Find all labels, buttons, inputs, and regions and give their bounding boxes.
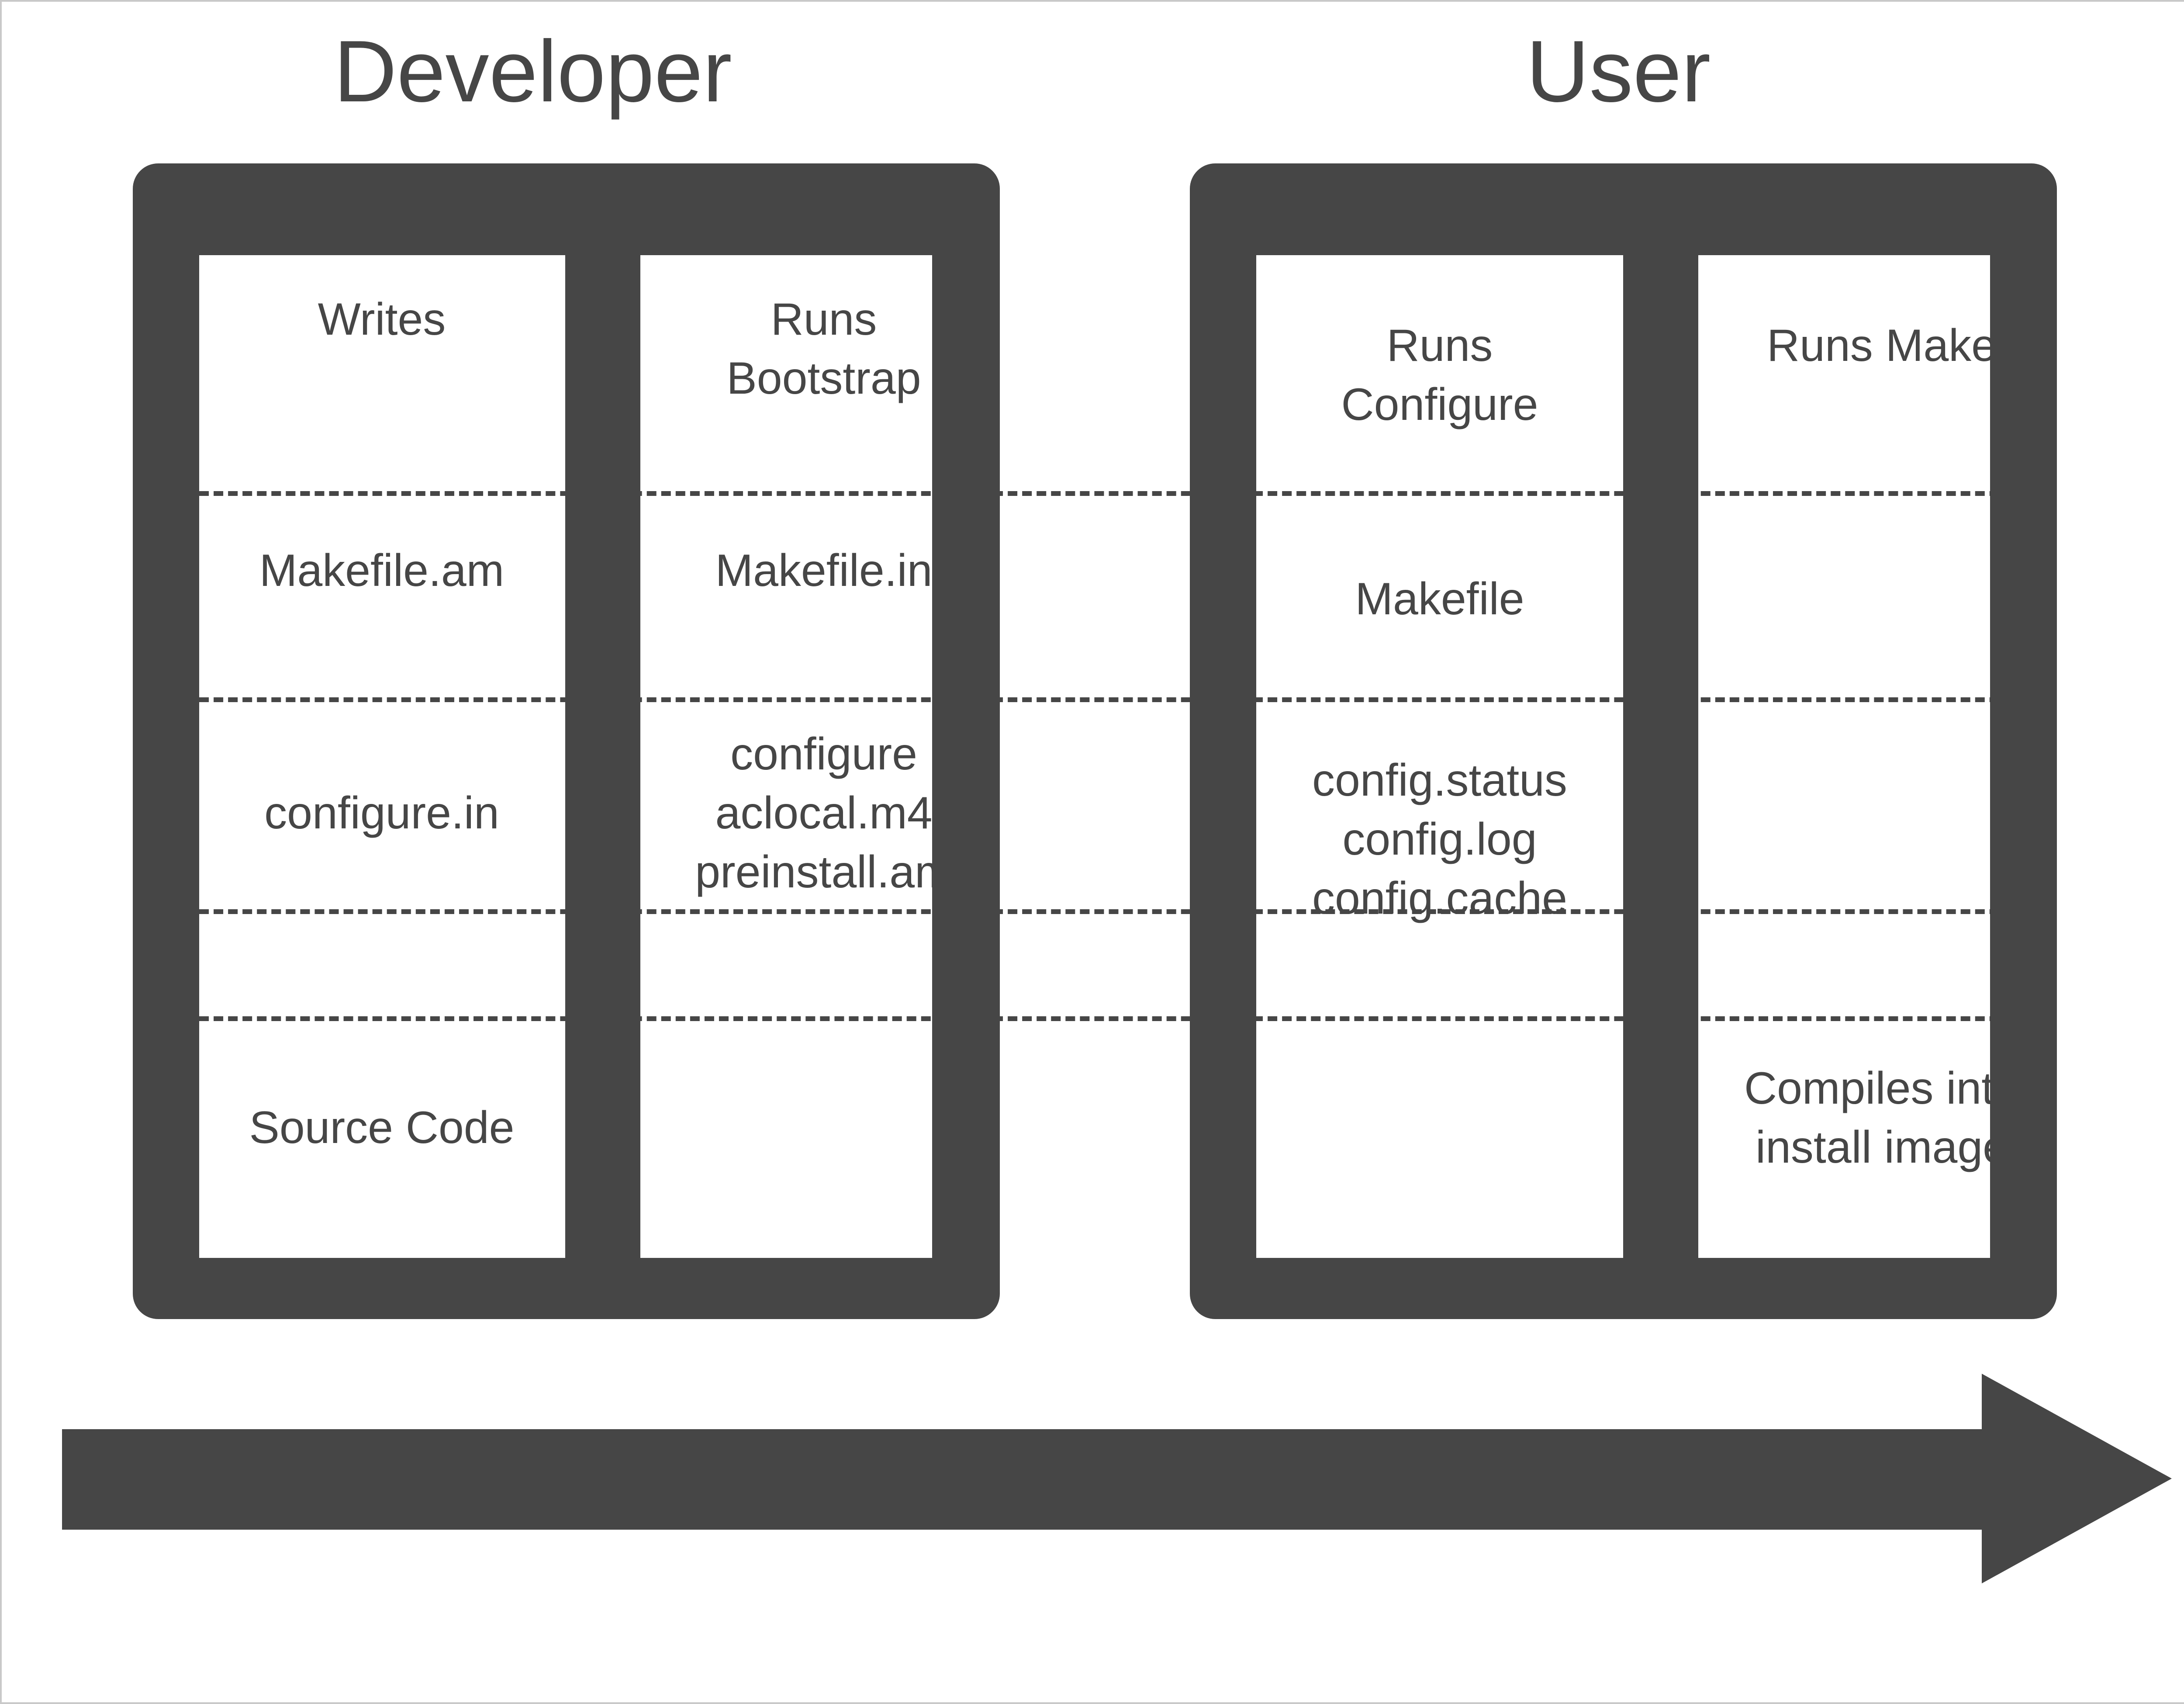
- cell-developer-writes-row1: Writes: [318, 294, 446, 345]
- cell-user-configure-row2: Makefile: [1355, 574, 1524, 624]
- column-user-runs-configure: [1256, 255, 1623, 1258]
- cell-user-configure-row3: config.status config.log config.cache: [1312, 755, 1567, 924]
- panel-gutter-user-right: [1990, 255, 2057, 1258]
- cell-developer-writes-row2: Makefile.am: [259, 545, 505, 596]
- panel-gutter-developer-right: [932, 255, 1000, 1258]
- row-separator-3: [199, 909, 2042, 914]
- row-separator-2: [199, 697, 2042, 702]
- panel-gutter-developer-left: [133, 255, 199, 1258]
- page-title-developer: Developer: [334, 23, 732, 120]
- cell-developer-writes-row3: configure.in: [264, 788, 499, 838]
- cell-developer-bootstrap-row1: Runs Bootstrap: [726, 294, 921, 404]
- time-flow-arrow: [62, 1374, 2172, 1583]
- panel-gutter-user-left: [1190, 255, 1256, 1258]
- panel-gutter-user-mid: [1623, 255, 1698, 1258]
- cell-developer-bootstrap-row2: Makefile.in: [715, 545, 933, 596]
- page-title-user: User: [1526, 23, 1711, 120]
- cell-user-make-row1: Runs Make: [1767, 320, 1997, 371]
- panel-gutter-developer-mid: [565, 255, 640, 1258]
- column-developer-writes: [198, 255, 565, 1258]
- row-separator-1: [199, 491, 2042, 496]
- cell-developer-writes-row5: Source Code: [249, 1102, 515, 1153]
- cell-user-configure-row1: Runs Configure: [1341, 320, 1538, 430]
- cell-user-make-row5: Compiles into install image: [1744, 1063, 2020, 1173]
- row-separator-4: [199, 1016, 2042, 1021]
- cell-developer-bootstrap-row3: configure aclocal.m4 preinstall.am: [695, 729, 953, 898]
